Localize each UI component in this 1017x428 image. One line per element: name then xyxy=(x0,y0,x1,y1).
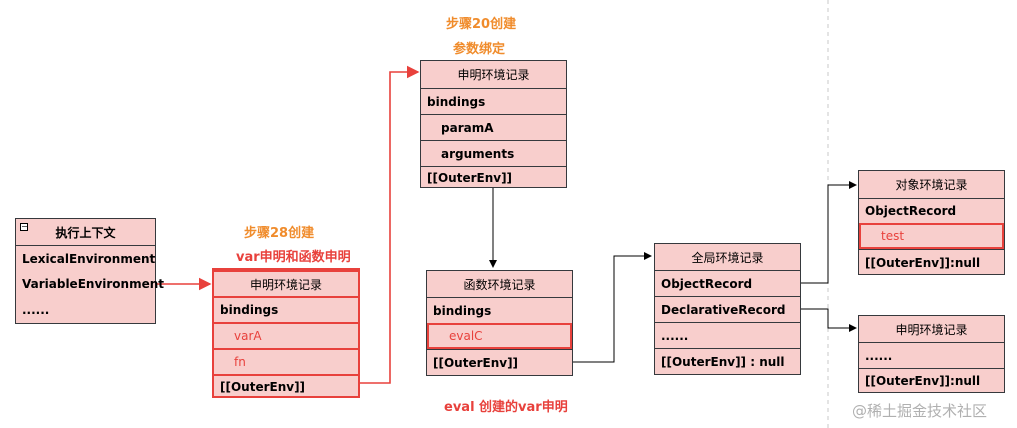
func-record-box: 函数环境记录 bindings evalC [[OuterEnv]] xyxy=(426,270,573,376)
exec-context-row: VariableEnvironment xyxy=(22,277,165,291)
global-record-box: 全局环境记录 ObjectRecord DeclarativeRecord ..… xyxy=(654,243,801,375)
decl-record-20-box: 申明环境记录 bindings paramA arguments [[Outer… xyxy=(420,60,567,188)
step28-sublabel: var申明和函数申明 xyxy=(236,250,351,265)
eval-note-label: eval 创建的var申明 xyxy=(444,400,568,415)
step20-sublabel: 参数绑定 xyxy=(453,42,506,57)
global-record-row: ...... xyxy=(655,322,800,348)
exec-context-title: 执行上下文 xyxy=(55,225,116,240)
collapse-icon[interactable]: − xyxy=(20,222,28,231)
decl-record-20-title: 申明环境记录 xyxy=(457,68,530,82)
object-record-row-highlight: test xyxy=(859,223,1004,249)
decl-record-28-box: 申明环境记录 bindings varA fn [[OuterEnv]] xyxy=(212,268,360,398)
exec-context-box: 执行上下文 − LexicalEnvironment VariableEnvir… xyxy=(15,218,165,324)
step28-label: 步骤28创建 xyxy=(244,226,315,241)
global-record-row: [[OuterEnv]] : null xyxy=(655,348,800,375)
decl-record-28-row: [[OuterEnv]] xyxy=(214,374,358,398)
step20-label: 步骤20创建 xyxy=(446,17,517,32)
watermark: @稀土掘金技术社区 xyxy=(852,402,988,420)
decl-record-28-row: bindings xyxy=(214,296,358,322)
decl-record-20-row: [[OuterEnv]] xyxy=(421,166,566,188)
object-record-row: [[OuterEnv]]:null xyxy=(859,249,1004,275)
object-record-box: 对象环境记录 ObjectRecord test [[OuterEnv]]:nu… xyxy=(858,170,1005,275)
decl-record-global-title: 申明环境记录 xyxy=(895,322,968,337)
decl-record-global-row: [[OuterEnv]]:null xyxy=(859,368,1004,393)
arrow-global-to-object xyxy=(801,181,857,284)
decl-record-global-row: ...... xyxy=(859,342,1004,368)
arrow-func-to-global xyxy=(573,252,652,363)
decl-record-28-title: 申明环境记录 xyxy=(214,270,358,296)
exec-context-row: LexicalEnvironment xyxy=(16,245,155,271)
decl-record-20-row: bindings xyxy=(421,88,566,114)
global-record-title: 全局环境记录 xyxy=(691,250,764,265)
object-record-title: 对象环境记录 xyxy=(895,178,968,192)
decl-record-20-row: arguments xyxy=(421,140,566,166)
global-record-row: ObjectRecord xyxy=(655,270,800,296)
arrow-global-to-declglobal xyxy=(801,308,857,332)
global-record-row: DeclarativeRecord xyxy=(655,296,800,322)
arrow-decl28-to-decl20 xyxy=(360,65,420,384)
decl-record-global-box: 申明环境记录 ...... [[OuterEnv]]:null xyxy=(858,315,1005,393)
object-record-row: ObjectRecord xyxy=(859,198,1004,223)
func-record-row: bindings xyxy=(427,297,572,323)
func-record-row-highlight: evalC xyxy=(427,323,572,349)
exec-context-row: ...... xyxy=(22,303,50,317)
func-record-row: [[OuterEnv]] xyxy=(427,349,572,376)
decl-record-20-row: paramA xyxy=(421,114,566,140)
decl-record-28-row: fn xyxy=(214,348,358,374)
decl-record-28-row: varA xyxy=(214,322,358,348)
func-record-title: 函数环境记录 xyxy=(463,277,536,292)
